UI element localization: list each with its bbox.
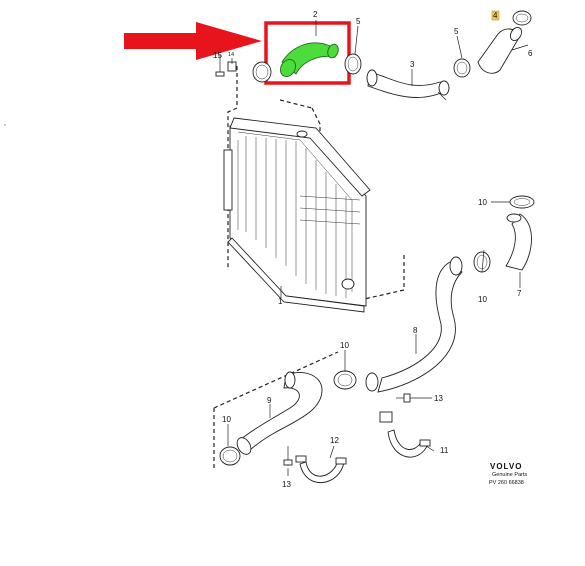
part-15-bolt [215, 60, 225, 77]
callout-2: 2 [313, 10, 318, 19]
part-11-bracket [379, 411, 431, 458]
part-9-hose [236, 371, 323, 455]
clamp-10-left [219, 446, 241, 466]
callout-8: 8 [413, 326, 418, 335]
assembly-outline-left [279, 99, 313, 109]
highlight-box [264, 21, 351, 85]
footer-genuine-parts: Genuine Parts [492, 472, 527, 478]
clamp-5b [453, 58, 471, 78]
callout-10-top: 10 [478, 198, 487, 207]
callout-5b: 5 [454, 27, 459, 36]
part-2-hose-highlighted[interactable] [277, 42, 340, 80]
callout-10-mid: 10 [478, 295, 487, 304]
callout-12: 12 [330, 436, 339, 445]
part-8-pipe [365, 256, 463, 393]
tag-marker [491, 10, 500, 21]
part-12-bracket [295, 455, 347, 483]
assembly-outline-lower [359, 255, 405, 301]
callout-10-lower: 10 [340, 341, 349, 350]
clamp-10-top [509, 195, 535, 209]
callout-1: 1 [278, 297, 283, 306]
stray-dot [4, 124, 6, 126]
lower-group-outline [213, 351, 339, 470]
callout-5a: 5 [356, 17, 361, 26]
part-7-hose [505, 213, 532, 271]
callout-10-left: 10 [222, 415, 231, 424]
callout-15: 15 [213, 51, 222, 60]
part-3-hose [366, 69, 450, 101]
callout-11: 11 [440, 446, 449, 455]
part-13-bolt-right [396, 393, 412, 403]
callout-7: 7 [517, 289, 522, 298]
callout-13-left: 13 [282, 480, 291, 489]
callout-3: 3 [410, 60, 415, 69]
leader-lines [219, 20, 529, 476]
callout-6: 6 [528, 49, 533, 58]
part-1-intercooler [223, 117, 371, 313]
red-pointer-arrow [124, 22, 262, 60]
part-6-hose [477, 26, 523, 74]
part-13-bolt-left [283, 446, 293, 466]
callout-13-right: 13 [434, 394, 443, 403]
brand-logo-text: VOLVO [490, 462, 522, 471]
callout-14: 14 [228, 52, 234, 58]
callout-9: 9 [267, 396, 272, 405]
clamp-part4 [512, 10, 532, 26]
footer-part-code: PV 260 66838 [489, 480, 524, 486]
assembly-outline-right [311, 107, 321, 135]
callout-4: 4 [493, 11, 498, 20]
clamp-10-lower [333, 370, 357, 390]
clamp-left-part2 [252, 61, 272, 83]
clamp-right-part2-item5 [344, 53, 362, 75]
assembly-outline-top [227, 66, 238, 270]
